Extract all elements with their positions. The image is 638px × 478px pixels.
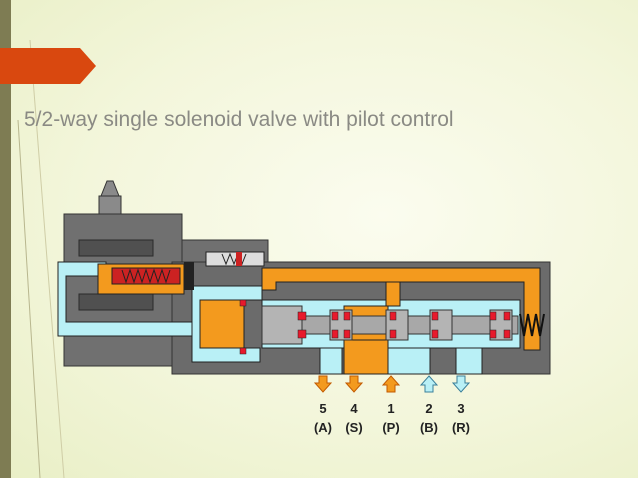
port-name: (A) [313,420,333,435]
port-4-label: 4 (S) [339,399,369,437]
port-name: (R) [451,420,471,435]
port-number: 2 [425,401,433,416]
port-1-arrow [381,375,401,393]
port-number: 3 [457,401,465,416]
port-name: (B) [419,420,439,435]
return-spring [519,313,545,337]
port-2-arrow [419,375,439,393]
port-4-arrow [344,375,364,393]
port-number: 4 [350,401,358,416]
port-2-label: 2 (B) [414,399,444,437]
port-5-label: 5 (A) [308,399,338,437]
port-name: (P) [382,420,400,435]
port-number: 1 [387,401,395,416]
slide-title: 5/2-way single solenoid valve with pilot… [24,108,454,131]
port-3-label: 3 (R) [446,399,476,437]
spool-seals [239,299,511,355]
port-number: 5 [319,401,327,416]
title-accent-tab [0,48,96,84]
decorative-lines [17,39,65,478]
port-1-label: 1 (P) [376,399,406,437]
port-arrows [313,375,471,393]
spool [261,305,519,345]
port-5-arrow [313,375,333,393]
solenoid-armature [111,262,194,290]
port-3-arrow [451,375,471,393]
port-name: (S) [345,420,363,435]
sidebar-bar [0,0,11,478]
pilot-spring [205,251,265,267]
